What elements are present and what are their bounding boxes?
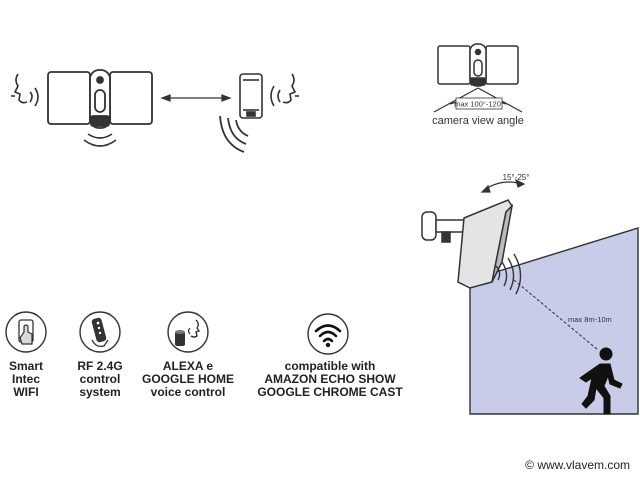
- feature-icon-voice-control: [166, 310, 210, 354]
- sound-waves-phone-icon: [219, 115, 249, 153]
- floodlight-camera-front-icon: [47, 69, 153, 129]
- view-angle-caption: camera view angle: [432, 115, 524, 127]
- floodlight-camera-small-icon: [437, 43, 519, 87]
- wifi-icon: [314, 324, 342, 343]
- sound-waves-left-icon: [29, 87, 39, 107]
- sound-waves-right-icon: [270, 85, 281, 107]
- motion-waves-icon: [495, 253, 522, 295]
- feature-label-voice-control: ALEXA e GOOGLE HOME voice control: [141, 359, 234, 399]
- walking-person-icon: [579, 347, 623, 415]
- watermark: © www.vlavem.com: [525, 458, 630, 472]
- two-way-talk-diagram: [0, 60, 320, 160]
- double-arrow-icon: [160, 94, 232, 102]
- detection-range-line: [513, 279, 599, 351]
- feature-label-rf-remote: RF 2.4G control system: [77, 359, 123, 399]
- tilt-angle-label: 15°-25°: [503, 173, 530, 182]
- sound-waves-bottom-icon: [83, 133, 117, 147]
- detection-range-diagram: 15°-25° max 8m-10m: [410, 170, 640, 420]
- talking-head-left-icon: [11, 73, 28, 104]
- talking-head-right-icon: [282, 73, 299, 104]
- camera-side-view-icon: [421, 199, 514, 289]
- detection-range-label: max 8m-10m: [568, 315, 612, 324]
- view-angle-label: max 100°-120°: [454, 100, 504, 109]
- feature-icon-smart-wifi: [4, 310, 48, 354]
- feature-icon-wifi: [306, 312, 350, 356]
- feature-label-compatibility: compatible with AMAZON ECHO SHOW GOOGLE …: [257, 359, 403, 399]
- camera-view-angle-diagram: max 100°-120° camera view angle: [420, 38, 560, 130]
- smartphone-icon: [239, 73, 263, 119]
- feature-label-smart-wifi: Smart Intec WIFI: [8, 359, 43, 399]
- tilt-arc-icon: [480, 178, 526, 193]
- feature-icon-rf-remote: [78, 310, 122, 354]
